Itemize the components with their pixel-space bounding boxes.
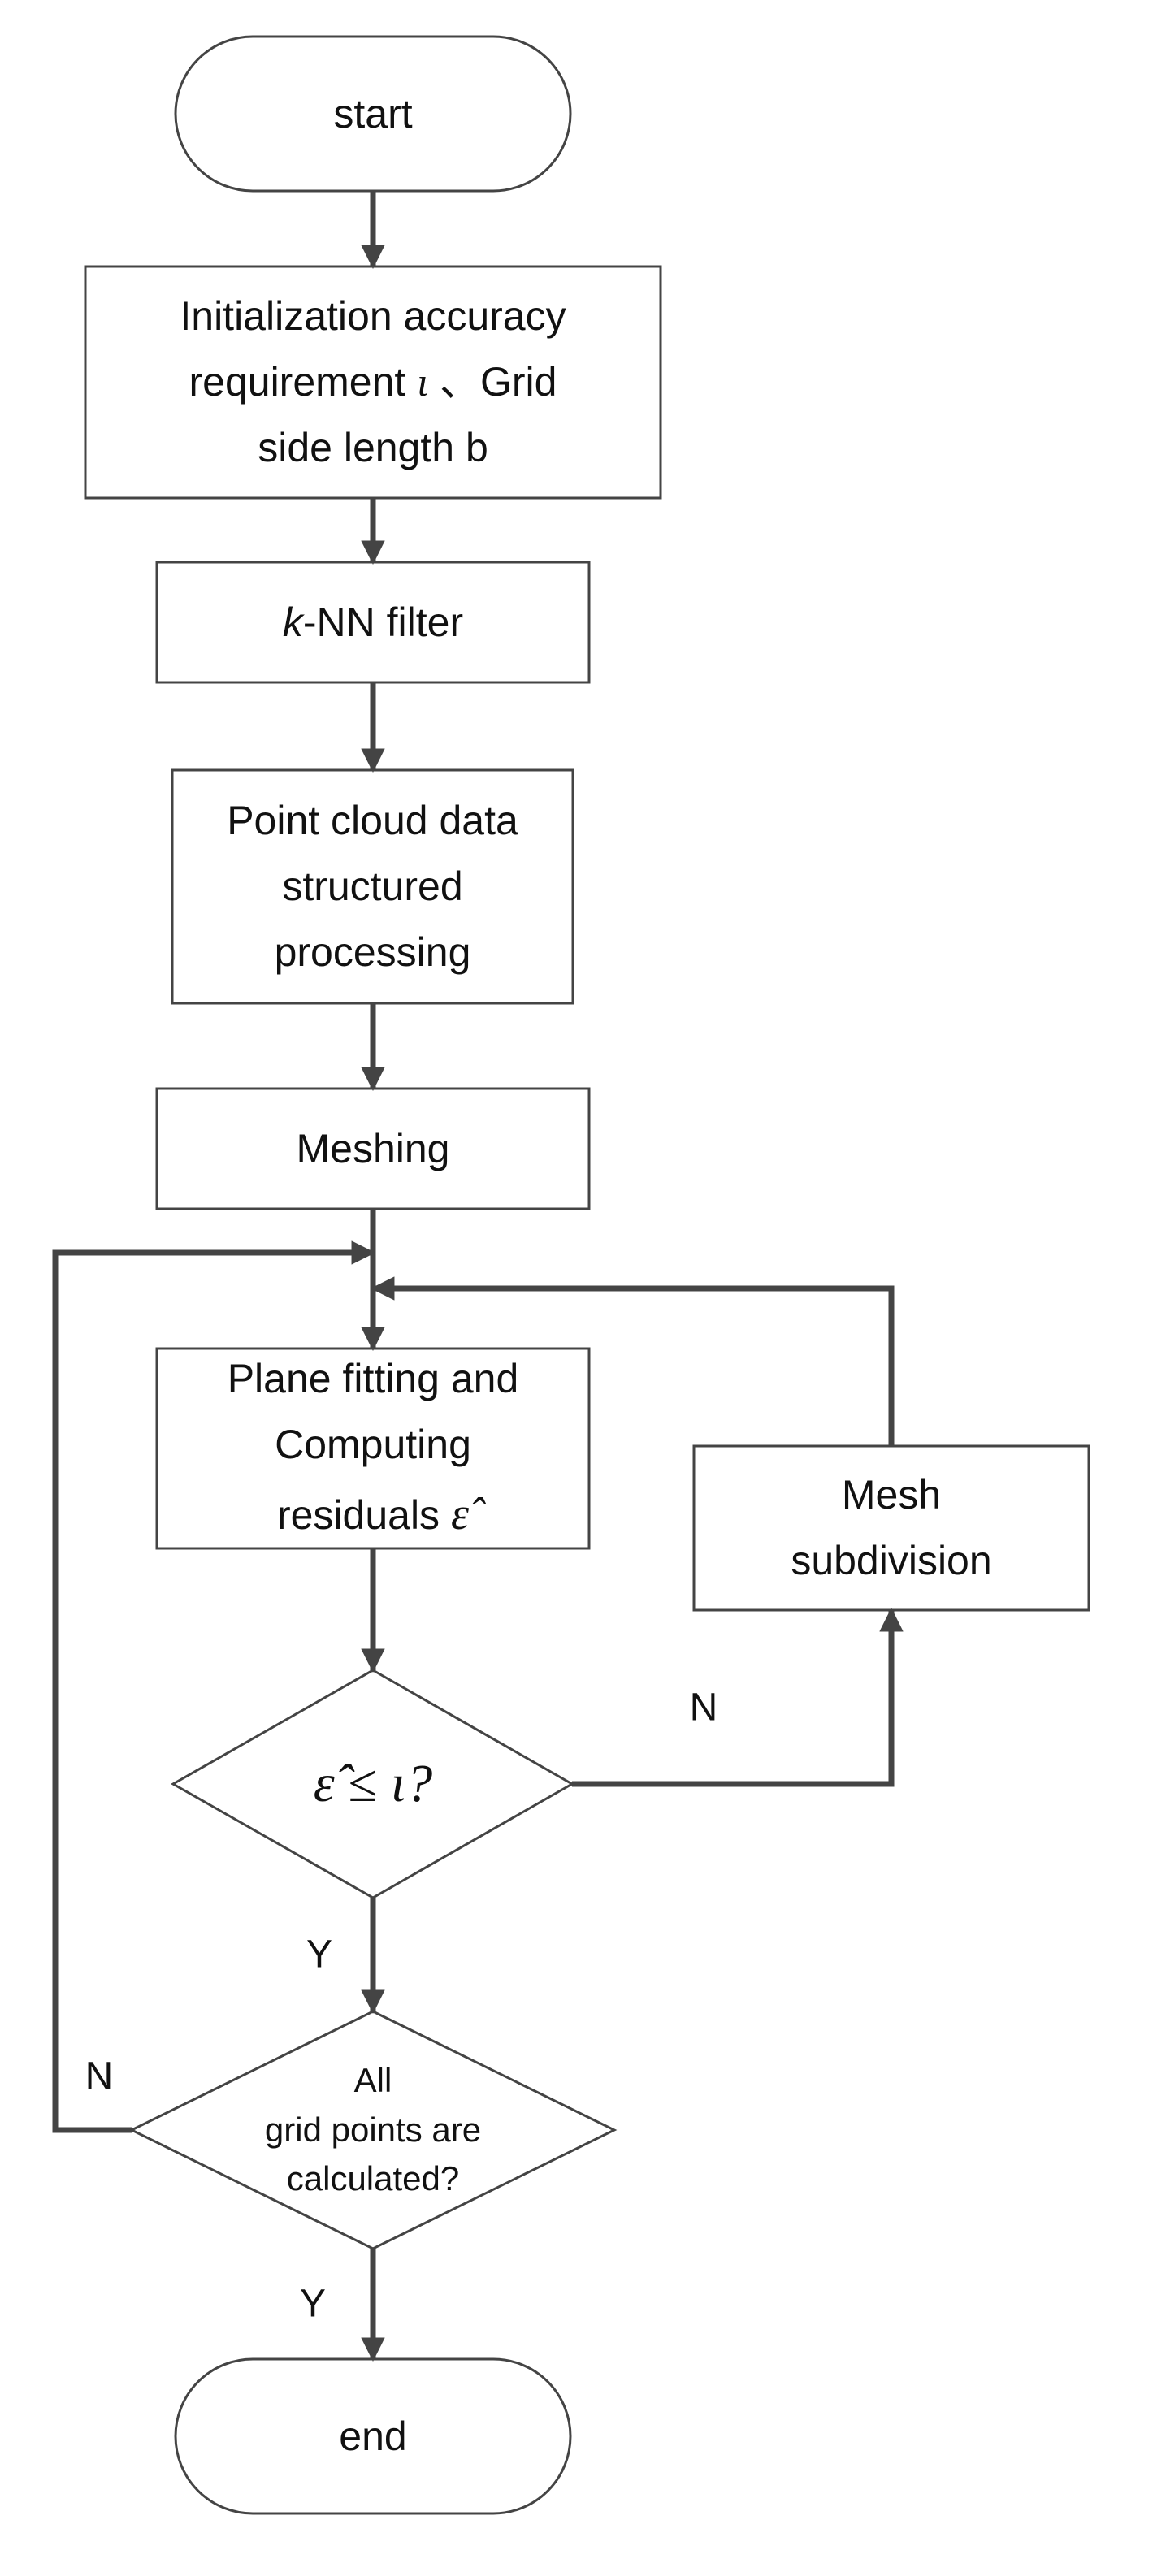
init-line2-pre: requirement <box>189 359 406 405</box>
meshing-label: Meshing <box>296 1125 450 1171</box>
arrow-decision2-no-loop-back <box>52 1240 375 2133</box>
arrow-decision1-no-to-meshsub <box>572 1608 904 1787</box>
knn-k: k <box>282 599 303 645</box>
decision-all-points-label: All grid points are calculated? <box>180 2044 566 2216</box>
decision-all-line3: calculated? <box>286 2159 460 2198</box>
iota-symbol: ι <box>417 359 429 405</box>
point-cloud-line1: Point cloud data <box>227 798 518 843</box>
point-cloud-box <box>171 768 574 1005</box>
start-label: start <box>333 90 413 136</box>
decision1-yes-label: Y <box>306 1933 333 1976</box>
decision-all-line1: All <box>353 2060 392 2099</box>
init-line3: side length b <box>258 425 488 470</box>
init-box <box>84 265 662 500</box>
mesh-subdivision-line2: subdivision <box>791 1538 992 1583</box>
point-cloud-line3: processing <box>274 929 471 975</box>
plane-fitting-line1: Plane fitting and <box>227 1355 519 1401</box>
decision-all-line2: grid points are <box>264 2110 482 2149</box>
plane-fitting-line3-pre: residuals <box>276 1491 440 1538</box>
point-cloud-label: Point cloud data structured processing <box>172 770 573 1003</box>
arrow-meshsub-to-loop <box>371 1276 895 1446</box>
init-line1: Initialization accuracy <box>180 293 566 339</box>
knn-label: k-NN filter <box>157 562 589 682</box>
decision2-no-label: N <box>85 2054 114 2098</box>
init-line2-sep: 、 <box>440 359 481 405</box>
epsilon-hat-symbol: ε̂ <box>450 1488 470 1539</box>
point-cloud-line2: structured <box>282 864 463 909</box>
init-line2-post: Grid <box>480 359 557 405</box>
init-label: Initialization accuracy requirement ι 、G… <box>85 266 661 498</box>
plane-fitting-line2: Computing <box>275 1421 471 1467</box>
plane-fitting-label: Plane fitting and Computing residuals ε̂ <box>157 1349 589 1548</box>
end-label: end <box>339 2413 407 2459</box>
decision1-no-label: N <box>689 1686 718 1730</box>
mesh-subdivision-line1: Mesh <box>841 1472 942 1517</box>
decision2-yes-label: Y <box>299 2282 327 2326</box>
knn-rest: -NN filter <box>302 599 464 645</box>
decision-residual-label: ε̂ ≤ ι? <box>313 1753 433 1813</box>
mesh-subdivision-label: Mesh subdivision <box>694 1446 1089 1610</box>
